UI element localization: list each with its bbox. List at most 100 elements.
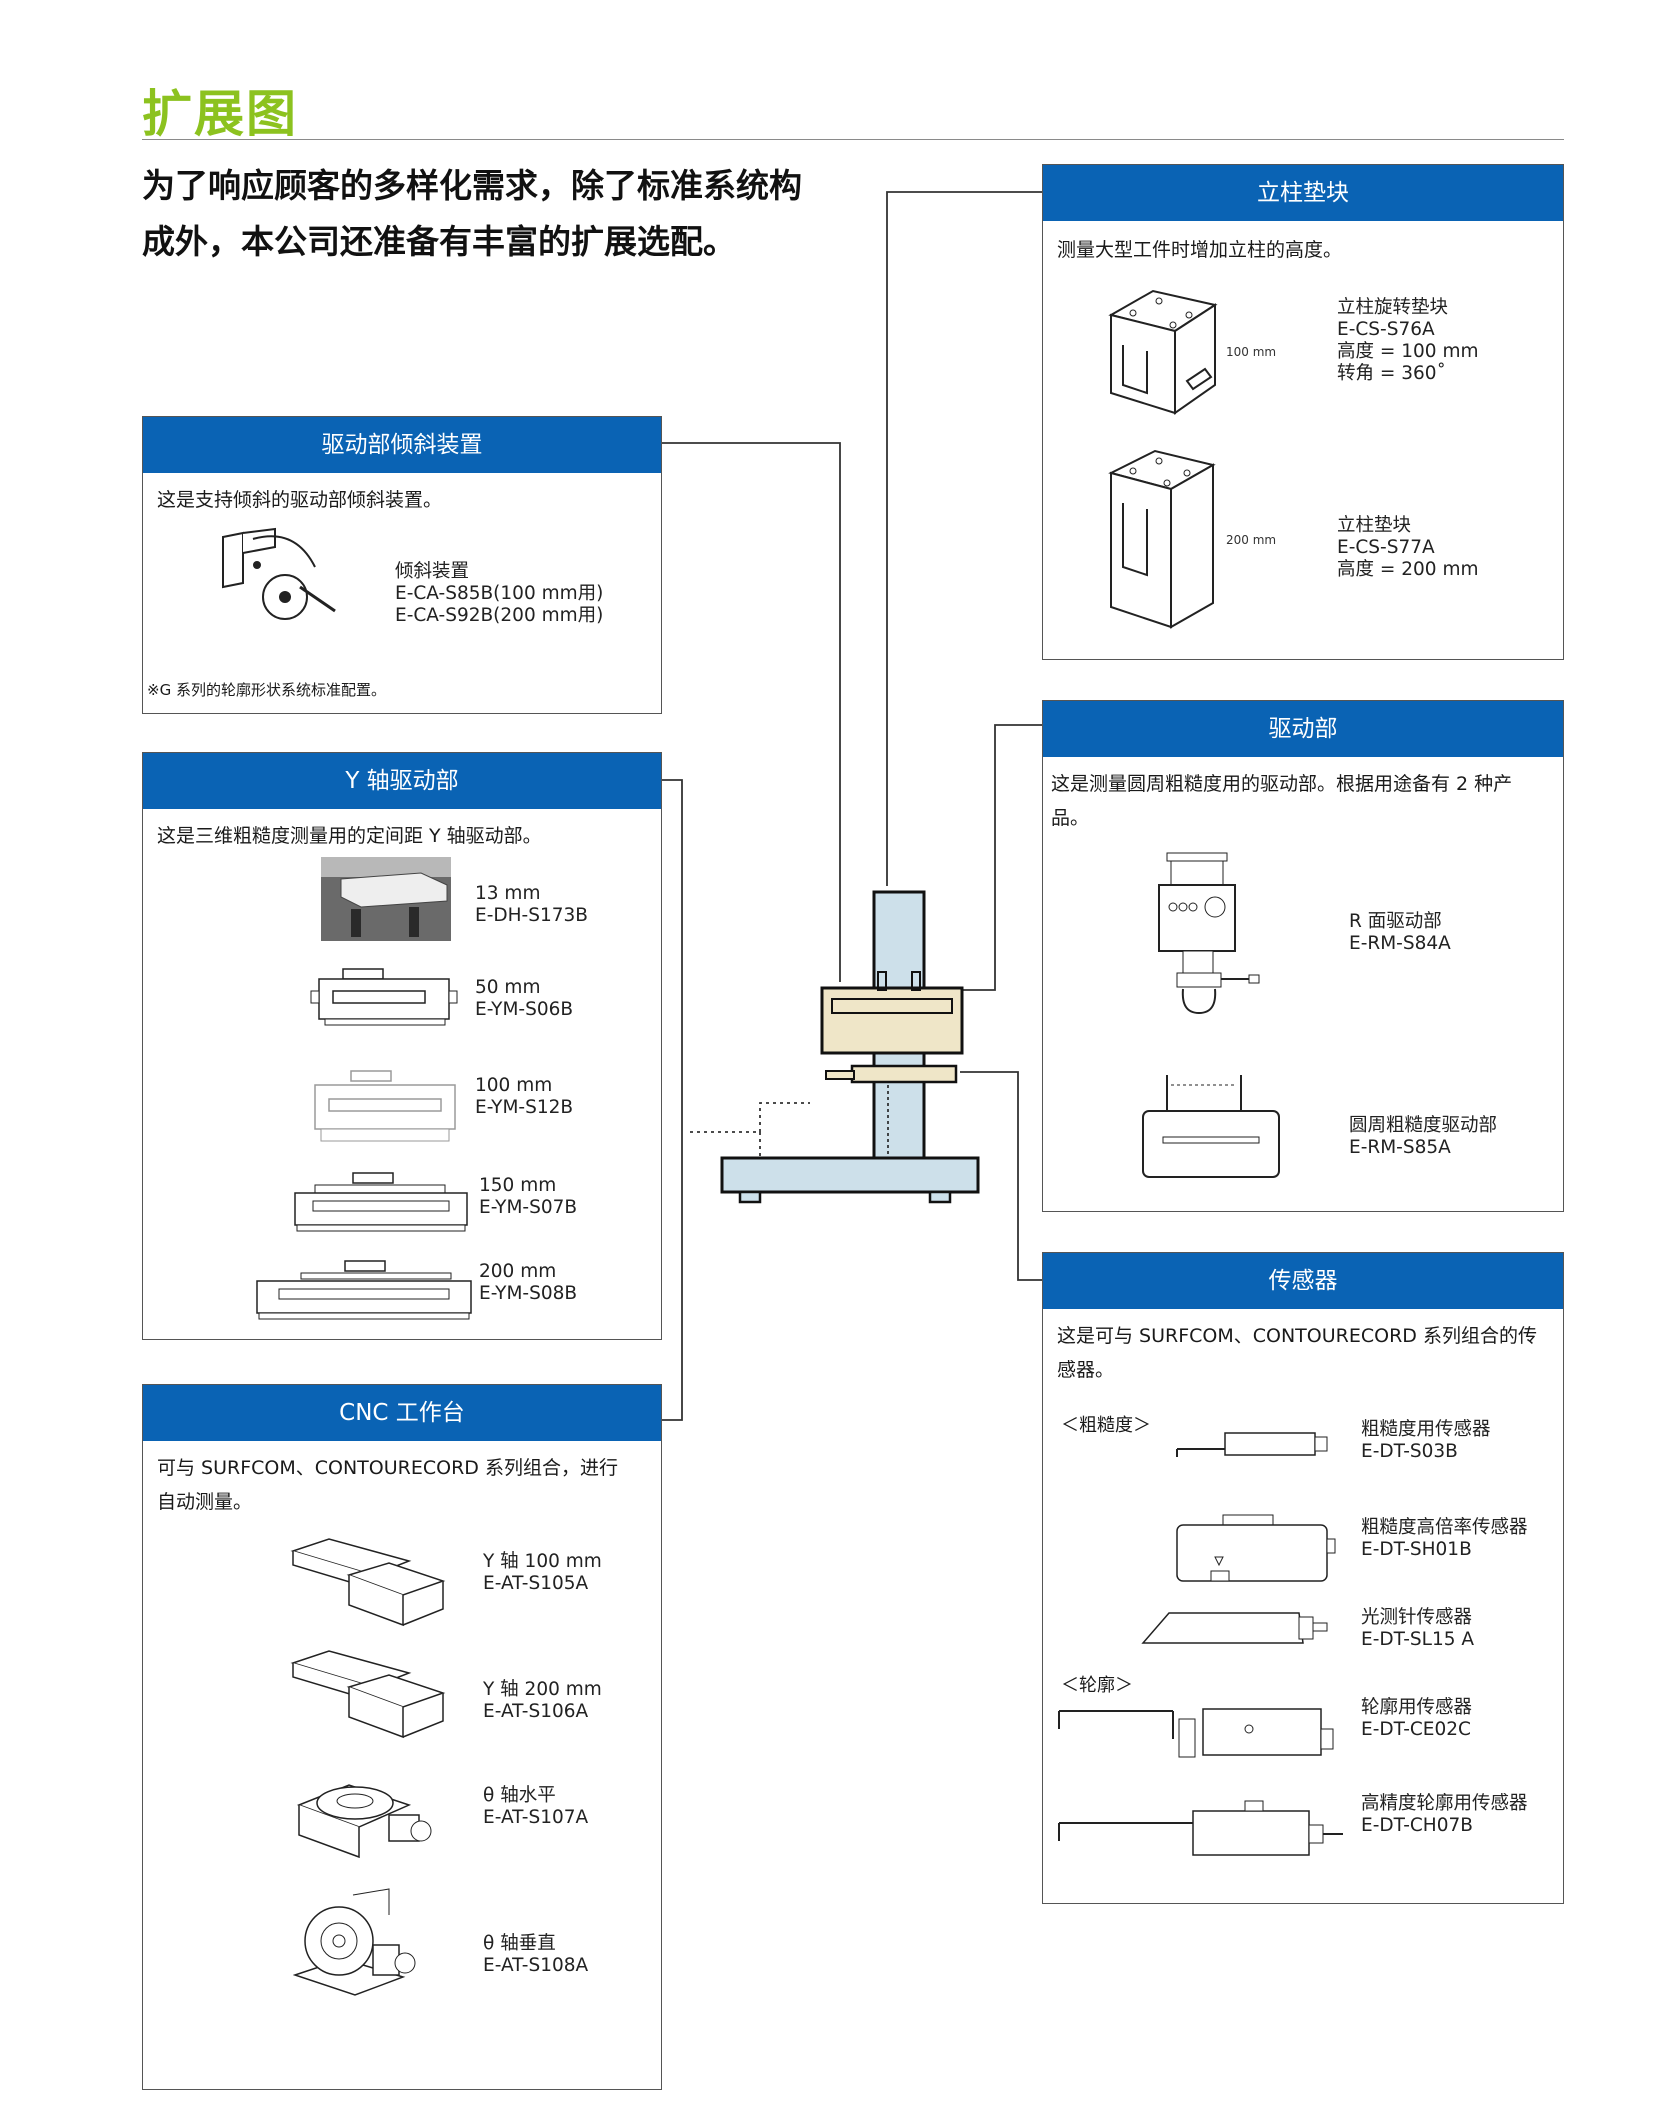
- y-drive-150mm-size: 150 mm: [479, 1175, 557, 1196]
- rotary-spacer-angle: 转角 = 360˚: [1337, 363, 1446, 384]
- y-drive-title: Y 轴驱动部: [143, 753, 661, 809]
- y-drive-200mm-size: 200 mm: [479, 1261, 557, 1282]
- cnc-table-desc-line1: 可与 SURFCOM、CONTOURECORD 系列组合，进行: [157, 1457, 618, 1479]
- cnc-table-panel: CNC 工作台 可与 SURFCOM、CONTOURECORD 系列组合，进行 …: [142, 1384, 662, 2090]
- intro-line-2: 成外，本公司还准备有丰富的扩展选配。: [142, 222, 736, 261]
- y-drive-13mm-code: E-DH-S173B: [475, 905, 588, 926]
- cnc-y100-name: Y 轴 100 mm: [483, 1551, 602, 1572]
- rotary-spacer-image: [1108, 289, 1218, 415]
- cnc-theta-horizontal-image: [296, 1784, 432, 1859]
- column-spacer-name: 立柱垫块: [1337, 515, 1412, 536]
- y-drive-50mm-info: 50 mm E-YM-S06B: [475, 977, 573, 1021]
- tilt-unit-panel: 驱动部倾斜装置 这是支持倾斜的驱动部倾斜装置。 倾斜装置 E-CA-S85B(1…: [142, 416, 662, 714]
- r-surface-drive-code: E-RM-S84A: [1349, 933, 1451, 954]
- high-magnification-sensor-name: 粗糙度高倍率传感器: [1361, 1517, 1528, 1538]
- circumferential-drive-code: E-RM-S85A: [1349, 1137, 1451, 1158]
- y-drive-100mm-image: [314, 1070, 456, 1142]
- intro-text: 为了响应顾客的多样化需求，除了标准系统构 成外，本公司还准备有丰富的扩展选配。: [142, 158, 862, 270]
- sensors-title: 传感器: [1043, 1253, 1563, 1309]
- contour-sensor-image: [1058, 1708, 1334, 1758]
- y-drive-desc: 这是三维粗糙度测量用的定间距 Y 轴驱动部。: [157, 825, 542, 847]
- tilt-unit-name: 倾斜装置: [395, 561, 470, 582]
- sensors-desc-line2: 感器。: [1057, 1359, 1115, 1381]
- tilt-unit-info: 倾斜装置 E-CA-S85B(100 mm用) E-CA-S92B(200 mm…: [395, 561, 603, 627]
- cnc-y100-code: E-AT-S105A: [483, 1573, 589, 1594]
- rotary-spacer-dim: 100 mm: [1226, 345, 1277, 359]
- column-spacer-image: [1108, 449, 1216, 629]
- page-title: 扩展图: [142, 85, 298, 143]
- sensors-desc-line1: 这是可与 SURFCOM、CONTOURECORD 系列组合的传: [1057, 1325, 1537, 1347]
- sensors-section-contour: ＜轮廓＞: [1061, 1675, 1133, 1696]
- cnc-theta-horizontal-info: θ 轴水平 E-AT-S107A: [483, 1785, 588, 1829]
- column-spacer-dim: 200 mm: [1226, 533, 1277, 547]
- optical-stylus-sensor-image: [1141, 1612, 1328, 1644]
- y-drive-200mm-info: 200 mm E-YM-S08B: [479, 1261, 577, 1305]
- cnc-table-desc: 可与 SURFCOM、CONTOURECORD 系列组合，进行 自动测量。: [143, 1441, 661, 1519]
- optical-stylus-sensor-info: 光测针传感器 E-DT-SL15 A: [1361, 1607, 1474, 1651]
- roughness-sensor-name: 粗糙度用传感器: [1361, 1419, 1491, 1440]
- measuring-machine-illustration: [720, 890, 980, 1204]
- y-drive-150mm-code: E-YM-S07B: [479, 1197, 578, 1218]
- sensors-panel: 传感器 这是可与 SURFCOM、CONTOURECORD 系列组合的传 感器。…: [1042, 1252, 1564, 1904]
- circumferential-drive-image: [1142, 1075, 1280, 1178]
- cnc-theta-vertical-code: E-AT-S108A: [483, 1955, 589, 1976]
- y-drive-panel: Y 轴驱动部 这是三维粗糙度测量用的定间距 Y 轴驱动部。 13 mm E-DH…: [142, 752, 662, 1340]
- r-surface-drive-name: R 面驱动部: [1349, 911, 1442, 932]
- tilt-unit-code-100: E-CA-S85B(100 mm用): [395, 583, 604, 604]
- y-drive-150mm-image: [294, 1172, 468, 1232]
- cnc-y200-info: Y 轴 200 mm E-AT-S106A: [483, 1679, 602, 1723]
- y-drive-13mm-info: 13 mm E-DH-S173B: [475, 883, 588, 927]
- connector-lines: [660, 191, 1042, 1421]
- sensors-desc: 这是可与 SURFCOM、CONTOURECORD 系列组合的传 感器。: [1043, 1309, 1563, 1387]
- roughness-sensor-image: [1176, 1432, 1328, 1457]
- y-drive-13mm-photo: [321, 857, 451, 941]
- high-magnification-sensor-image: [1176, 1514, 1336, 1582]
- y-drive-100mm-size: 100 mm: [475, 1075, 553, 1096]
- rotary-spacer-height: 高度 = 100 mm: [1337, 341, 1479, 362]
- rotary-spacer-name: 立柱旋转垫块: [1337, 297, 1449, 318]
- roughness-sensor-info: 粗糙度用传感器 E-DT-S03B: [1361, 1419, 1491, 1463]
- contour-sensor-info: 轮廓用传感器 E-DT-CE02C: [1361, 1697, 1472, 1741]
- column-spacer-code: E-CS-S77A: [1337, 537, 1435, 558]
- cnc-theta-vertical-name: θ 轴垂直: [483, 1933, 556, 1954]
- cnc-theta-horizontal-code: E-AT-S107A: [483, 1807, 589, 1828]
- high-magnification-sensor-code: E-DT-SH01B: [1361, 1539, 1472, 1560]
- column-spacer-info: 立柱垫块 E-CS-S77A 高度 = 200 mm: [1337, 515, 1479, 581]
- cnc-y100-info: Y 轴 100 mm E-AT-S105A: [483, 1551, 602, 1595]
- roughness-sensor-code: E-DT-S03B: [1361, 1441, 1458, 1462]
- circumferential-drive-name: 圆周粗糙度驱动部: [1349, 1115, 1498, 1136]
- high-precision-contour-sensor-info: 高精度轮廓用传感器 E-DT-CH07B: [1361, 1793, 1528, 1837]
- r-surface-drive-image: [1158, 852, 1260, 1015]
- y-drive-50mm-code: E-YM-S06B: [475, 999, 574, 1020]
- rotary-spacer-info: 立柱旋转垫块 E-CS-S76A 高度 = 100 mm 转角 = 360˚: [1337, 297, 1479, 385]
- drive-unit-desc: 这是测量圆周粗糙度用的驱动部。根据用途备有 2 种产品。: [1051, 773, 1513, 829]
- high-precision-contour-sensor-image: [1058, 1800, 1343, 1856]
- y-drive-50mm-image: [310, 968, 458, 1026]
- y-drive-150mm-info: 150 mm E-YM-S07B: [479, 1175, 577, 1219]
- high-precision-contour-sensor-name: 高精度轮廓用传感器: [1361, 1793, 1528, 1814]
- y-drive-100mm-info: 100 mm E-YM-S12B: [475, 1075, 573, 1119]
- sensors-section-roughness: ＜粗糙度＞: [1061, 1415, 1151, 1436]
- cnc-theta-horizontal-name: θ 轴水平: [483, 1785, 556, 1806]
- r-surface-drive-info: R 面驱动部 E-RM-S84A: [1349, 911, 1451, 955]
- y-drive-200mm-code: E-YM-S08B: [479, 1283, 578, 1304]
- column-spacer-height: 高度 = 200 mm: [1337, 559, 1479, 580]
- contour-sensor-code: E-DT-CE02C: [1361, 1719, 1471, 1740]
- cnc-table-desc-line2: 自动测量。: [157, 1491, 253, 1513]
- drive-unit-title: 驱动部: [1043, 701, 1563, 757]
- y-drive-50mm-size: 50 mm: [475, 977, 541, 998]
- contour-sensor-name: 轮廓用传感器: [1361, 1697, 1473, 1718]
- y-drive-100mm-code: E-YM-S12B: [475, 1097, 574, 1118]
- high-magnification-sensor-info: 粗糙度高倍率传感器 E-DT-SH01B: [1361, 1517, 1528, 1561]
- circumferential-drive-info: 圆周粗糙度驱动部 E-RM-S85A: [1349, 1115, 1497, 1159]
- column-spacer-panel: 立柱垫块 测量大型工件时增加立柱的高度。 100 mm 立柱旋转垫块 E-CS-…: [1042, 164, 1564, 660]
- cnc-y100-image: [290, 1538, 446, 1627]
- title-divider: [142, 139, 1564, 140]
- rotary-spacer-code: E-CS-S76A: [1337, 319, 1435, 340]
- optical-stylus-sensor-code: E-DT-SL15 A: [1361, 1629, 1475, 1650]
- tilt-unit-desc: 这是支持倾斜的驱动部倾斜装置。: [157, 489, 443, 511]
- cnc-theta-vertical-image: [293, 1888, 416, 1996]
- y-drive-200mm-image: [256, 1260, 472, 1320]
- tilt-unit-image: [222, 527, 336, 620]
